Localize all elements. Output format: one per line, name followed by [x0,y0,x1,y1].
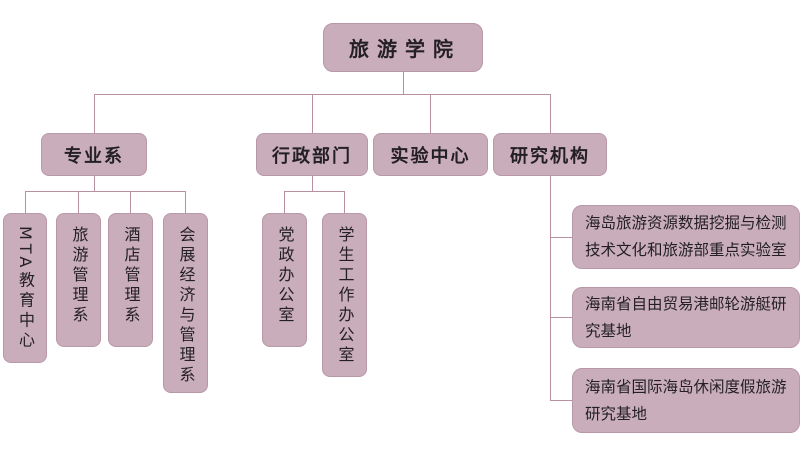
connector-drop-student-office [344,191,345,213]
node-mice-economy-management-dept: 会展经济与管理系 [163,213,208,393]
connector-branch-research-3 [550,400,572,401]
connector-branch-research-2 [550,317,572,318]
connector-admin-stub [312,176,313,191]
node-mice-economy-management-dept-label: 会展经济与管理系 [176,226,196,386]
connector-drop-departments [94,94,95,133]
node-student-affairs-office: 学生工作办公室 [322,213,367,377]
node-professional-departments-label: 专业系 [64,145,124,167]
connector-drop-mice-mgmt [185,191,186,213]
connector-main-horizontal [94,94,551,95]
connector-drop-party-office [284,191,285,213]
connector-root-stub [403,72,404,94]
node-research-institutions: 研究机构 [493,133,607,176]
node-tourism-college-label: 旅游学院 [349,37,461,61]
node-experiment-center-label: 实验中心 [390,145,471,167]
node-island-leisure-tourism-research-base-label: 海南省国际海岛休闲度假旅游研究基地 [585,377,787,423]
connector-drop-lab-center [430,94,431,133]
connector-branch-research-1 [550,237,572,238]
node-mta-education-center: MTA教育中心 [3,213,47,363]
connector-departments-horizontal [25,191,186,192]
node-party-government-office-label: 党政办公室 [275,226,295,326]
node-party-government-office: 党政办公室 [262,213,307,347]
connector-research-trunk [550,176,551,401]
node-administrative-departments: 行政部门 [256,133,368,176]
node-mta-education-center-label: MTA教育中心 [16,226,35,352]
connector-drop-research [550,94,551,133]
node-cruise-yacht-research-base-label: 海南省自由贸易港邮轮游艇研究基地 [585,294,787,340]
node-island-leisure-tourism-research-base: 海南省国际海岛休闲度假旅游研究基地 [572,368,800,433]
node-cruise-yacht-research-base: 海南省自由贸易港邮轮游艇研究基地 [572,287,800,348]
connector-drop-tourism-mgmt [78,191,79,213]
node-tourism-management-dept: 旅游管理系 [56,213,101,347]
node-student-affairs-office-label: 学生工作办公室 [335,226,355,366]
node-tourism-management-dept-label: 旅游管理系 [69,226,89,326]
node-experiment-center: 实验中心 [373,133,488,176]
node-hotel-management-dept-label: 酒店管理系 [121,226,141,326]
node-administrative-departments-label: 行政部门 [272,145,352,167]
connector-drop-mta-center [25,191,26,213]
node-research-institutions-label: 研究机构 [510,145,590,167]
node-hotel-management-dept: 酒店管理系 [108,213,153,347]
connector-departments-stub [94,176,95,191]
connector-drop-hotel-mgmt [130,191,131,213]
node-tourism-college: 旅游学院 [323,23,483,72]
node-island-tourism-key-lab-label: 海岛旅游资源数据挖掘与检测技术文化和旅游部重点实验室 [585,214,787,259]
connector-drop-admin [312,94,313,133]
node-island-tourism-key-lab: 海岛旅游资源数据挖掘与检测技术文化和旅游部重点实验室 [572,205,800,269]
node-professional-departments: 专业系 [41,133,147,176]
connector-admin-horizontal [284,191,345,192]
